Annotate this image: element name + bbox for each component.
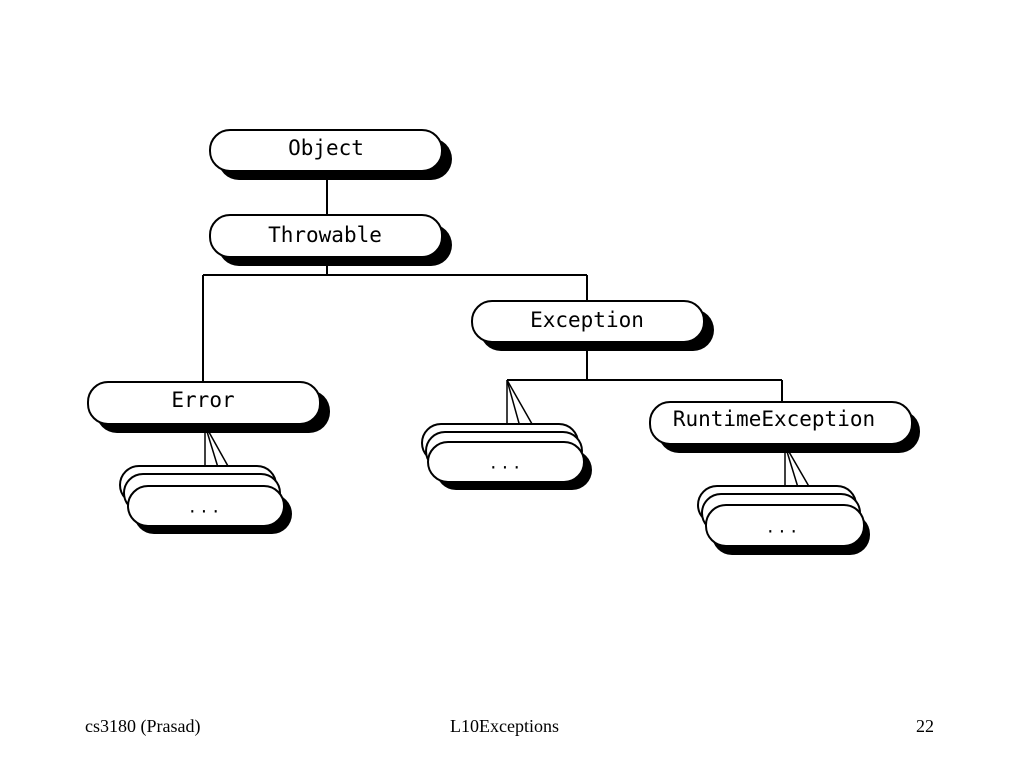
node-label-runtime-exception: RuntimeException [673,407,875,431]
node-label-error: Error [171,388,234,412]
node-label-exception-subclasses: ... [489,454,524,473]
node-error: Error [87,381,330,433]
node-exception-subclasses: ... [421,423,592,490]
node-runtime-subclasses: ... [697,485,870,555]
node-pill [87,381,321,425]
footer-course: cs3180 (Prasad) [85,716,201,736]
node-pill [209,129,443,172]
node-exception: Exception [471,300,714,351]
node-label-throwable: Throwable [268,223,382,247]
stack-card-front [427,441,585,483]
node-label-exception: Exception [530,308,644,332]
node-throwable: Throwable [209,214,452,266]
stack-card-front [705,504,865,547]
node-label-runtime-subclasses: ... [766,518,801,537]
stack-card-front [127,485,285,527]
node-runtime-exception: RuntimeException [649,401,920,453]
footer-page-number: 22 [916,716,934,736]
node-object: Object [209,129,452,180]
node-pill [649,401,913,445]
node-pill [209,214,443,258]
node-label-object: Object [288,136,364,160]
node-error-subclasses: ... [119,465,292,534]
node-pill [471,300,705,343]
footer-lecture-title: L10Exceptions [450,716,559,736]
node-label-error-subclasses: ... [188,498,223,517]
